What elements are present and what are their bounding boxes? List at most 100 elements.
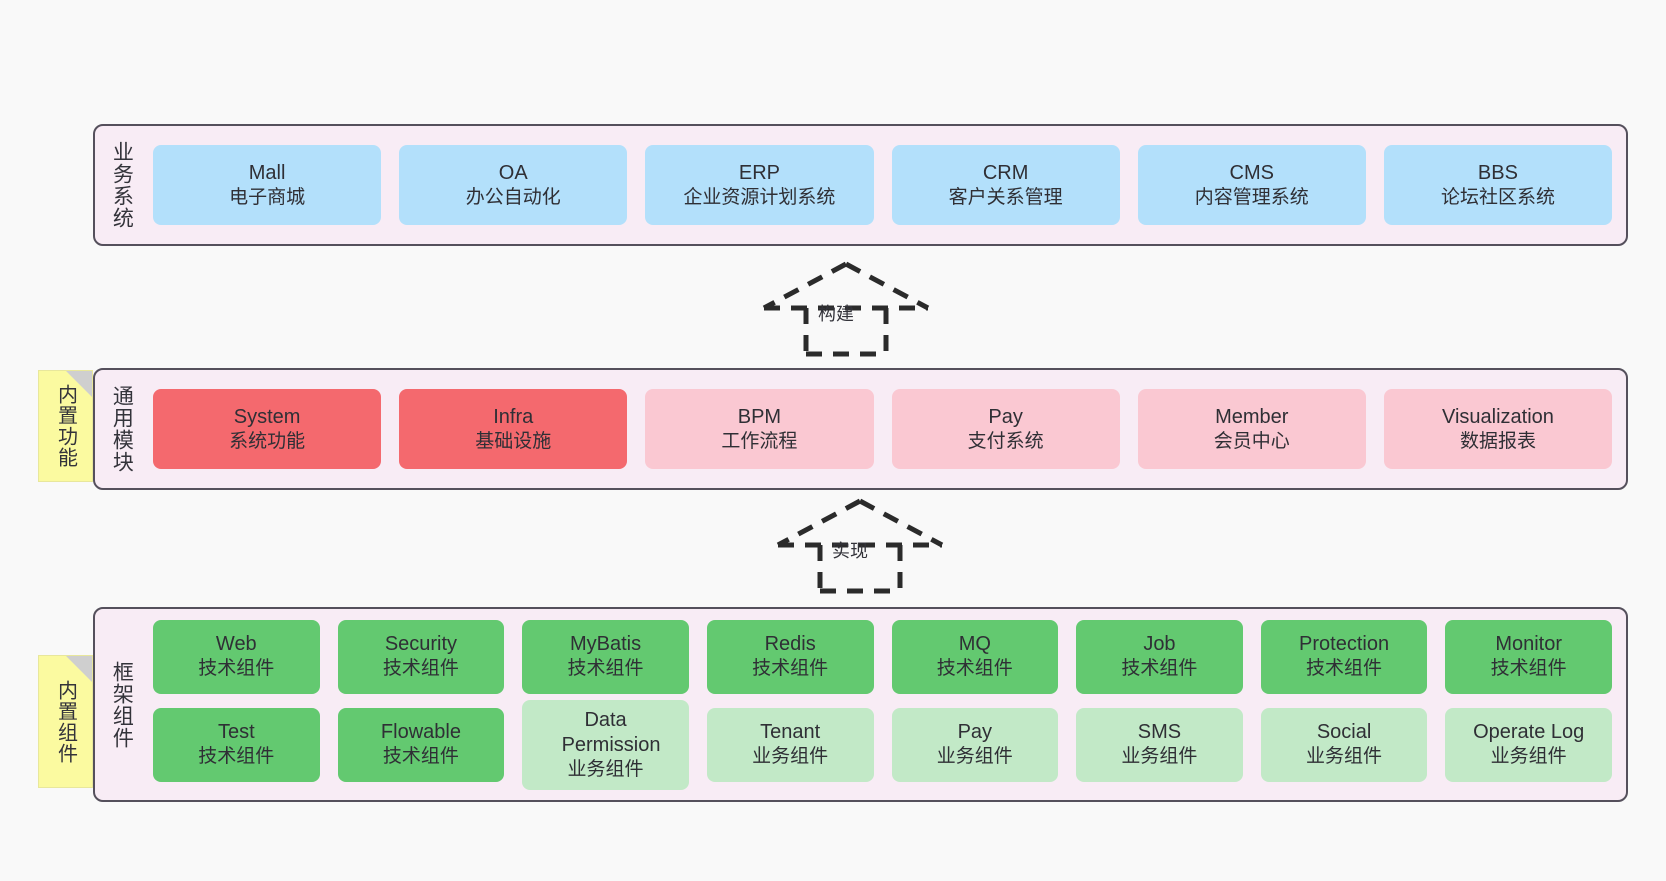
component-card-sms[interactable]: SMS 业务组件 [1076,707,1243,782]
module-card-crm[interactable]: CRM 客户关系管理 [891,145,1120,225]
component-desc: 技术组件 [1490,658,1567,680]
module-desc: 工作流程 [721,430,798,452]
component-card-security[interactable]: Security 技术组件 [337,619,505,694]
component-name: Flowable [380,721,461,744]
module-card-member[interactable]: Member 会员中心 [1137,389,1366,469]
component-desc: 技术组件 [1306,658,1383,680]
sticky-note-label: 内置组件 [54,679,77,764]
module-card-infra[interactable]: Infra 基础设施 [399,389,628,469]
component-name: Job [1143,633,1176,656]
component-desc: 技术组件 [198,658,275,680]
component-card-job[interactable]: Job 技术组件 [1076,619,1243,694]
module-card-erp[interactable]: ERP 企业资源计划系统 [645,145,874,225]
module-name: OA [498,161,528,184]
module-desc: 论坛社区系统 [1440,186,1555,208]
implement-arrow-label: 实现 [832,541,868,561]
module-desc: 企业资源计划系统 [683,186,836,208]
sticky-note-builtin-components[interactable]: 内置组件 [38,655,93,788]
component-name: Security [384,633,458,656]
module-card-oa[interactable]: OA 办公自动化 [399,145,628,225]
component-name: Operate Log [1473,721,1585,744]
component-name: MyBatis [570,633,642,656]
layer-row: Mall 电子商城 OA 办公自动化 ERP 企业资源计划系统 CRM 客户关系… [153,145,1613,225]
sticky-note-label: 内置功能 [54,384,77,468]
component-card-flowable[interactable]: Flowable 技术组件 [337,707,505,782]
component-desc: 技术组件 [1121,658,1198,680]
module-name: ERP [738,161,780,184]
component-desc: 业务组件 [936,746,1013,768]
component-card-web[interactable]: Web 技术组件 [153,619,320,694]
module-name: BBS [1477,161,1518,184]
module-desc: 支付系统 [967,430,1044,452]
build-arrow: 构建 [756,258,936,358]
component-card-test[interactable]: Test 技术组件 [153,707,320,782]
module-card-cms[interactable]: CMS 内容管理系统 [1137,145,1366,225]
module-desc: 内容管理系统 [1194,186,1309,208]
page-fold-icon [66,371,92,397]
module-name: CRM [982,161,1029,184]
module-card-bbs[interactable]: BBS 论坛社区系统 [1383,145,1613,225]
module-desc: 办公自动化 [465,186,561,208]
layer-common-modules[interactable]: 通用模块 System 系统功能 Infra 基础设施 BPM 工作流程 Pay… [93,368,1628,490]
module-card-mall[interactable]: Mall 电子商城 [153,145,382,225]
module-name: Mall [248,161,286,184]
module-desc: 基础设施 [475,430,552,452]
module-name: BPM [737,405,782,428]
component-name: MQ [958,633,991,656]
component-name: SMS [1137,721,1182,744]
component-card-operate-log[interactable]: Operate Log 业务组件 [1445,707,1612,782]
component-card-data-permission[interactable]: Data Permission 业务组件 [522,699,689,790]
component-desc: 技术组件 [382,746,459,768]
module-name: CMS [1229,161,1274,184]
component-name: Test [217,721,255,744]
layer-title-business-systems: 业务系统 [110,141,134,229]
layer-body-business-systems: Mall 电子商城 OA 办公自动化 ERP 企业资源计划系统 CRM 客户关系… [147,126,1626,244]
build-arrow-label: 构建 [818,304,854,324]
layer-title-framework-components: 框架组件 [110,660,134,749]
component-card-redis[interactable]: Redis 技术组件 [706,619,874,694]
component-desc: 技术组件 [382,658,459,680]
module-desc: 数据报表 [1459,430,1536,452]
component-desc: 技术组件 [198,746,275,768]
component-name: Monitor [1495,633,1563,656]
layer-body-framework-components: Web 技术组件 Security 技术组件 MyBatis 技术组件 Redi… [147,609,1626,800]
component-card-pay[interactable]: Pay 业务组件 [891,707,1059,782]
module-card-system[interactable]: System 系统功能 [153,389,382,469]
module-card-pay[interactable]: Pay 支付系统 [891,389,1120,469]
module-desc: 会员中心 [1213,430,1290,452]
build-arrow-glyph [762,261,930,357]
component-name: Social [1316,721,1372,744]
component-card-mq[interactable]: MQ 技术组件 [891,619,1059,694]
module-name: Infra [493,405,534,428]
implement-arrow: 实现 [770,495,950,595]
layer-row-biz: Test 技术组件 Flowable 技术组件 Data Permission … [153,699,1612,790]
component-desc: 业务组件 [1490,746,1567,768]
component-desc: 技术组件 [752,658,829,680]
component-card-tenant[interactable]: Tenant 业务组件 [706,707,874,782]
component-name: Web [215,633,257,656]
component-card-monitor[interactable]: Monitor 技术组件 [1445,619,1612,694]
component-card-mybatis[interactable]: MyBatis 技术组件 [522,619,689,694]
layer-framework-components[interactable]: 框架组件 Web 技术组件 Security 技术组件 MyBatis 技术组件… [93,607,1628,802]
implement-arrow-glyph [776,498,944,594]
component-card-social[interactable]: Social 业务组件 [1260,707,1428,782]
layer-row-tech: Web 技术组件 Security 技术组件 MyBatis 技术组件 Redi… [153,619,1612,694]
module-desc: 客户关系管理 [948,186,1063,208]
module-card-bpm[interactable]: BPM 工作流程 [645,389,874,469]
sticky-note-builtin-features[interactable]: 内置功能 [38,370,93,482]
component-card-protection[interactable]: Protection 技术组件 [1260,619,1428,694]
module-desc: 系统功能 [229,430,306,452]
layer-business-systems[interactable]: 业务系统 Mall 电子商城 OA 办公自动化 ERP 企业资源计划系统 CRM… [93,124,1628,246]
module-name: Member [1215,405,1289,428]
module-card-visualization[interactable]: Visualization 数据报表 [1383,389,1613,469]
layer-row: System 系统功能 Infra 基础设施 BPM 工作流程 Pay 支付系统… [153,389,1613,469]
component-name: Redis [764,633,816,656]
component-desc: 业务组件 [567,758,644,780]
module-name: Visualization [1441,405,1554,428]
component-name: Data Permission [561,708,661,756]
component-desc: 技术组件 [567,658,644,680]
component-name: Protection [1299,633,1390,656]
layer-title-common-modules: 通用模块 [110,385,134,473]
component-desc: 技术组件 [936,658,1013,680]
